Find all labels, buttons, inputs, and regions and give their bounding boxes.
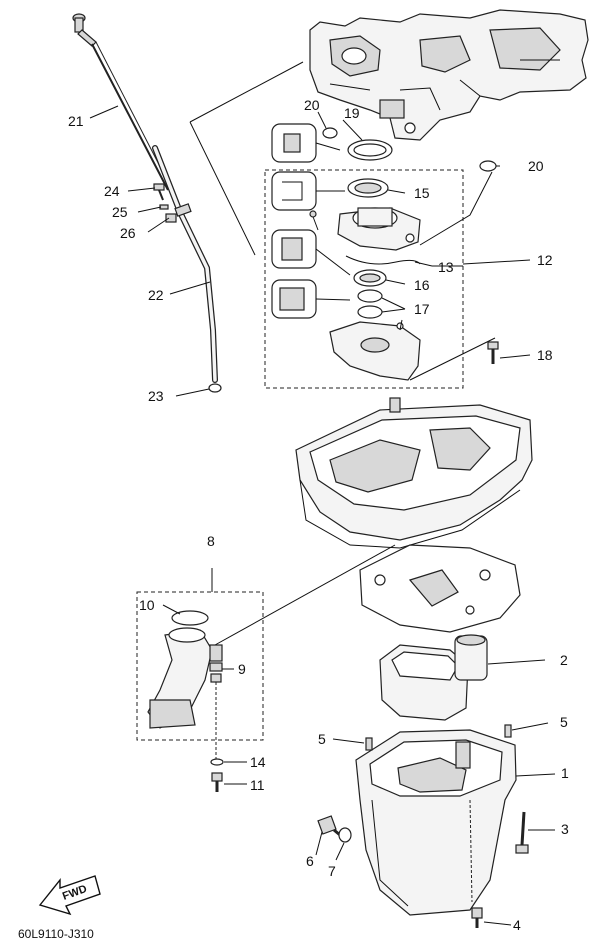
callout-2: 2 <box>560 652 568 668</box>
engine-block <box>309 9 589 141</box>
callout-8: 8 <box>207 533 215 549</box>
leader-engine-guide <box>189 61 304 256</box>
callout-14: 13 <box>438 259 454 275</box>
callout-7: 7 <box>328 863 336 879</box>
callout-6: 6 <box>306 853 314 869</box>
seal-17a <box>357 289 383 303</box>
callout-24: 24 <box>104 183 120 199</box>
callout-17: 17 <box>414 301 430 317</box>
washer-12 <box>210 758 224 766</box>
oil-strainer-2 <box>379 634 488 721</box>
bolt-3 <box>515 811 529 854</box>
bolt-4 <box>471 907 483 928</box>
oil-pan-upper <box>295 397 533 549</box>
callout-20-right: 20 <box>528 158 544 174</box>
callout-15: 15 <box>414 185 430 201</box>
callout-3: 3 <box>561 821 569 837</box>
fwd-arrow-icon: FWD <box>38 875 101 916</box>
gasket-7 <box>338 827 352 843</box>
clamp-26 <box>165 213 177 223</box>
bolt-11 <box>211 772 223 792</box>
callout-11: 11 <box>250 777 265 793</box>
callout-labels: 21 24 25 26 22 23 20 19 20 15 13 12 16 1… <box>68 97 569 933</box>
bolt-19 <box>487 341 499 364</box>
group-box-8 <box>136 591 264 741</box>
washer-25 <box>159 204 169 210</box>
leader-20-housing <box>419 171 493 246</box>
gasket-14 <box>345 255 421 265</box>
pin-5-left <box>365 737 373 751</box>
oil-pan-lower <box>355 729 517 916</box>
callout-21: 21 <box>68 113 84 129</box>
callout-16: 16 <box>414 277 430 293</box>
callout-23: 23 <box>148 388 164 404</box>
o-ring-10 <box>171 610 209 626</box>
group-box-13 <box>264 169 464 389</box>
seal-icon-boxes <box>271 123 351 319</box>
callout-25: 25 <box>112 204 128 220</box>
leader-19-housing <box>409 337 496 381</box>
callout-4: 4 <box>513 917 521 933</box>
callout-5-left: 5 <box>318 731 326 747</box>
leader-lines <box>89 105 556 926</box>
callout-1: 1 <box>561 765 569 781</box>
callout-13: 12 <box>537 252 553 268</box>
callout-26: 26 <box>120 225 136 241</box>
callout-5-right: 5 <box>560 714 568 730</box>
callout-20-left: 20 <box>304 97 320 113</box>
diagram-code: 60L9110-J310 <box>18 927 94 941</box>
leader-8-gasket <box>214 544 396 646</box>
callout-19: 18 <box>537 347 553 363</box>
o-ring-20b <box>479 160 497 172</box>
oil-dipstick <box>72 13 172 191</box>
upper-housing <box>309 207 421 251</box>
lower-housing <box>329 319 421 381</box>
callout-10: 10 <box>139 597 155 613</box>
oil-strainer-pipe <box>147 627 223 729</box>
pin-5-right <box>504 724 512 738</box>
o-ring-23 <box>208 383 222 393</box>
callout-22: 22 <box>148 287 164 303</box>
dipstick-guide-tube <box>152 145 218 383</box>
gasket-sheet <box>359 544 521 633</box>
callout-9: 9 <box>238 661 246 677</box>
bolt-24 <box>153 183 165 201</box>
seal-17b <box>357 305 383 319</box>
callout-18: 19 <box>344 105 360 121</box>
callout-12: 14 <box>250 754 266 770</box>
bolt-9 <box>210 673 222 760</box>
o-ring-20a <box>322 127 338 139</box>
